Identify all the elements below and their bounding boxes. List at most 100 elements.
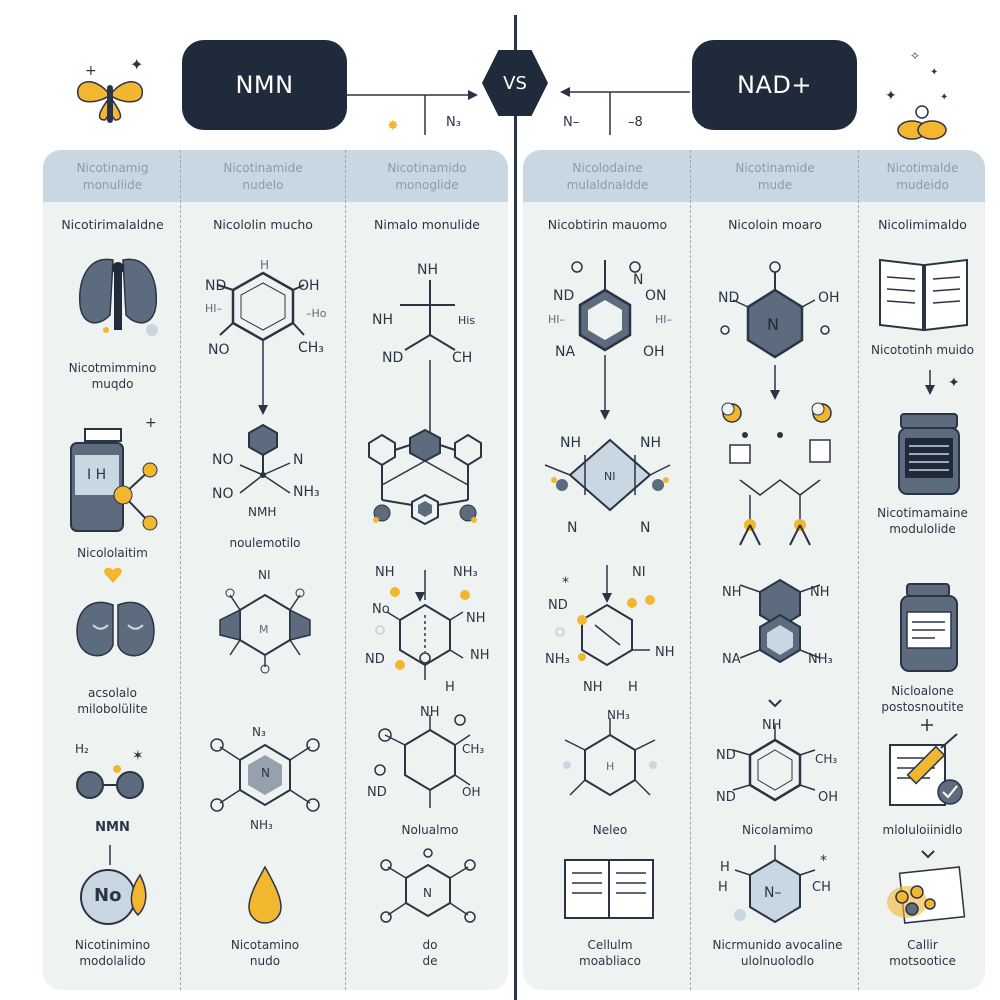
c4-nd: ND — [553, 288, 575, 304]
heart-icon — [104, 567, 122, 583]
svg-text:N: N — [767, 315, 779, 334]
flask-icon: ✧ ✦ ✦ ✦ — [885, 49, 948, 140]
c2-ho: –Ho — [306, 307, 327, 320]
c1-r4-label: NMN — [95, 820, 130, 835]
c6-down-arrow: ✦ — [925, 370, 960, 395]
c5-checkmark-icon — [768, 699, 782, 708]
col3-header: Nicotinamido monoglide — [387, 161, 467, 192]
c2-n: N — [293, 452, 304, 468]
c5-nh: NH — [722, 585, 742, 600]
c1-r3-label: acsolalo milobolülite — [77, 686, 148, 716]
col6-sublabel: Nicolimimaldo — [878, 217, 967, 232]
c3-h: H — [445, 680, 455, 695]
c4-nh: NH — [560, 435, 581, 451]
c3-nh: NH — [417, 262, 438, 278]
c2-r2-label: noulemotilo — [229, 536, 301, 550]
c3-ch: CH — [452, 350, 473, 366]
col2-sublabel: Nicololin mucho — [213, 217, 313, 232]
butterfly-icon: + ✦ — [77, 55, 143, 123]
left-arrow-note: N₃ — [446, 115, 461, 130]
svg-text:✦: ✦ — [940, 92, 948, 103]
center-divider — [514, 15, 517, 1000]
c6-r5-label: Callir motsootice — [889, 938, 956, 968]
c2-nc: N₃ — [252, 725, 266, 739]
c4-n: N — [633, 272, 644, 288]
c2-nh3: NH₃ — [293, 484, 320, 500]
c2-nmh: NMH — [248, 505, 277, 519]
c2-no-2: NO — [212, 452, 234, 468]
c2-no-3: NO — [212, 486, 234, 502]
svg-text:NI: NI — [604, 470, 615, 483]
c5-na: NA — [722, 652, 741, 667]
svg-text:✦: ✦ — [885, 88, 897, 104]
sparkle-icon: ✸ — [387, 118, 399, 134]
c3-no: No — [372, 602, 390, 617]
c5-r5-label: Nicrmunido avocaline ulolnuolodlo — [712, 938, 843, 968]
c1-no-label: No — [94, 885, 122, 906]
c5-nd-3: ND — [716, 790, 736, 805]
svg-text:✦: ✦ — [130, 55, 143, 74]
c5-molecule-5: * — [734, 845, 827, 924]
c5-ch3: CH₃ — [815, 752, 838, 766]
c3-molecule-6: N — [380, 848, 476, 923]
nicotinamide-bubble-icon — [80, 845, 147, 925]
c4-ring-molecule: * — [555, 565, 655, 667]
c1-r1-label: Nicotmimmino muqdo — [68, 361, 157, 391]
c3-nd-3: ND — [367, 785, 387, 800]
c5-nh-2: NH — [810, 585, 830, 600]
c2-down-arrow-1 — [258, 405, 268, 415]
c5-fused-rings — [739, 578, 821, 664]
c4-nd-2: ND — [548, 598, 568, 613]
c3-nh-2: NH — [372, 312, 393, 328]
c1-h2-label: H₂ — [75, 742, 89, 756]
svg-text:✧: ✧ — [910, 49, 920, 63]
c5-nh3: NH₃ — [808, 652, 833, 667]
c5-complex-molecule — [721, 402, 832, 546]
c2-n-mid: N — [261, 766, 270, 780]
c4-nh3-2: NH₃ — [607, 708, 630, 722]
c4-nh3: NH₃ — [545, 652, 570, 667]
right-arrow-note-a: N– — [563, 115, 580, 130]
c2-molecule-2 — [239, 423, 291, 494]
c3-skeletal-molecule — [400, 280, 456, 435]
c5-oh-2: OH — [818, 790, 839, 805]
c4-hexagon-molecule — [571, 260, 641, 415]
left-panel-header — [43, 150, 508, 202]
svg-text:*: * — [562, 575, 569, 591]
c3-complex-molecule — [368, 428, 482, 526]
supplement-bottle-icon — [898, 413, 960, 495]
c4-hi-2: HI– — [655, 313, 673, 326]
col-divider — [690, 150, 691, 990]
c3-ch3: CH₃ — [462, 742, 485, 756]
svg-text:I H: I H — [87, 467, 106, 483]
c2-h-top: H — [260, 258, 270, 272]
c4-on: ON — [645, 288, 667, 304]
c5-nd: ND — [718, 290, 740, 306]
c6-r3-label: Nicloalone postosnoutite — [881, 684, 964, 714]
c5-h-2: H — [718, 880, 728, 895]
c2-nd: ND — [205, 278, 227, 294]
c4-na: NA — [555, 344, 576, 360]
c2-m: M — [259, 623, 269, 636]
c5-molecule-4 — [732, 725, 816, 802]
svg-text:✦: ✦ — [948, 375, 960, 391]
right-arrow-note-b: –8 — [628, 115, 643, 130]
plus-icon — [921, 719, 933, 731]
col3-sublabel: Nimalo monulide — [374, 217, 480, 232]
kidneys-icon — [76, 601, 155, 657]
c4-nh-2: NH — [640, 435, 661, 451]
c5-hexagon-molecule: N — [720, 261, 830, 400]
c3-nh3-top: NH₃ — [453, 565, 478, 580]
c3-nh-4: NH — [466, 611, 486, 626]
col-divider — [345, 150, 346, 990]
svg-text:N: N — [423, 886, 432, 900]
book-icon — [564, 859, 654, 919]
pill-bottle-icon — [900, 583, 958, 672]
title-connector-arrows — [347, 87, 690, 135]
c5-nh-3: NH — [762, 718, 782, 733]
c2-ni: NI — [258, 568, 271, 582]
c6-checkmark-icon — [921, 850, 935, 859]
c4-nh-4: NH — [583, 680, 603, 695]
c5-r4-label: Nicolamimo — [742, 823, 813, 837]
c5-nd-2: ND — [716, 748, 736, 763]
